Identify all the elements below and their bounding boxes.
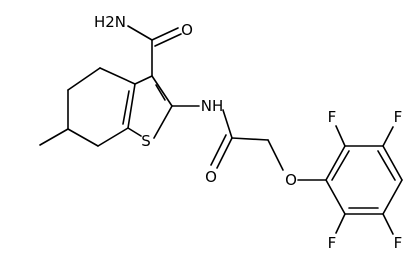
- atom-amide-nh2: H2N: [94, 13, 126, 31]
- atom-f-top-right: F: [394, 108, 403, 126]
- bond-fused-double: [122, 90, 130, 125]
- bond-co-double: [210, 134, 227, 166]
- atom-ring-s: S: [141, 132, 151, 150]
- bond-th-a: [134, 75, 153, 85]
- bond-ar-6: [325, 179, 346, 215]
- atom-ether-o: O: [285, 171, 297, 189]
- bond-cf-bottom-left: [335, 213, 346, 234]
- bond-ring6-c: [99, 67, 136, 85]
- atom-f-bottom-right: F: [394, 234, 403, 252]
- bond-co: [216, 137, 233, 169]
- atom-linker-nh: NH: [201, 97, 224, 115]
- bond-fused: [127, 83, 136, 129]
- bond-amide-o-double: [154, 33, 182, 47]
- bond-ring6-b: [67, 67, 101, 91]
- bond-amide-o: [151, 27, 179, 41]
- bond-cf-bottom-right: [382, 213, 394, 235]
- bond-ar-4: [382, 179, 403, 215]
- bond-th-d: [127, 127, 142, 137]
- bond-ring6-d: [67, 128, 99, 147]
- bond-methyl: [39, 128, 69, 146]
- atom-f-bottom-left: F: [328, 234, 337, 252]
- bond-ch2-b: [267, 139, 284, 171]
- bond-ch2-a: [231, 137, 269, 141]
- bonds: [39, 25, 403, 235]
- bond-cf-top-left: [335, 125, 346, 147]
- atom-amide-o: O: [181, 21, 193, 39]
- bond-amide-n: [127, 25, 153, 41]
- atom-linker-o: O: [205, 168, 217, 186]
- bond-ring6-e: [97, 127, 129, 147]
- bond-th-b-double: [155, 84, 166, 101]
- bond-th-b: [151, 75, 173, 107]
- bond-cf-top-right: [382, 126, 394, 147]
- bond-ar-1: [325, 145, 346, 181]
- atom-labels: H2N O S NH O O F F F F: [94, 13, 402, 252]
- bond-ar-3: [382, 145, 403, 181]
- bond-nh-b: [222, 109, 233, 139]
- bond-ar-3-double: [377, 150, 396, 181]
- bond-ar-1-double: [331, 150, 350, 181]
- atom-f-top-left: F: [328, 108, 337, 126]
- bond-th-c: [153, 105, 173, 139]
